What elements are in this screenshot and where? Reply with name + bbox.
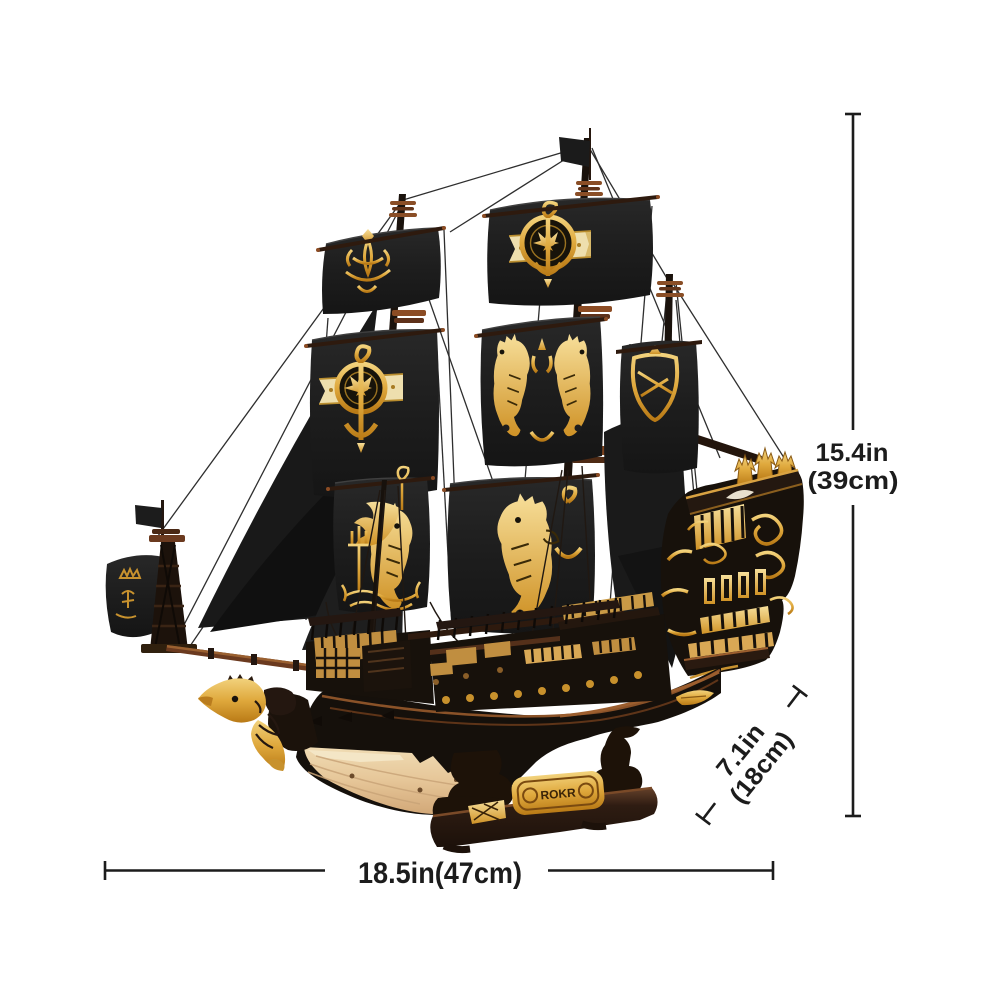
svg-text:ROKR: ROKR [540,785,577,802]
svg-text:18.5in(47cm): 18.5in(47cm) [358,857,522,890]
svg-text:15.4in: 15.4in [816,439,889,467]
svg-text:(39cm): (39cm) [808,467,899,495]
